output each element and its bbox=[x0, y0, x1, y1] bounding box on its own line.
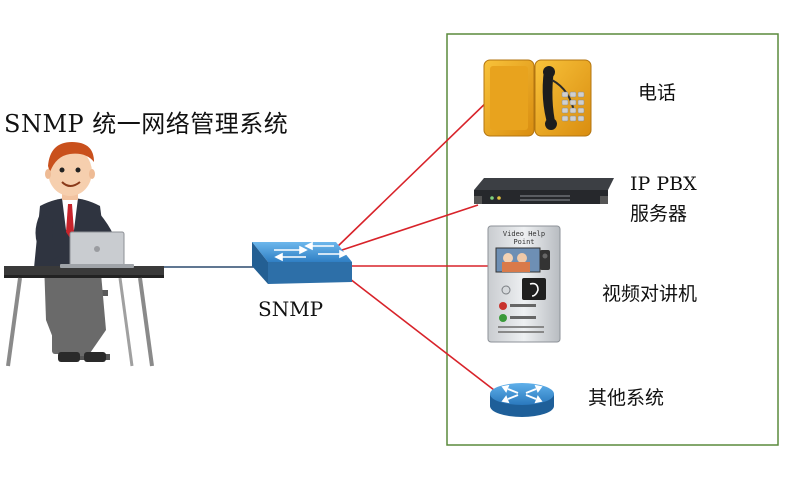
router-icon bbox=[490, 383, 554, 417]
device-label-pbx-line2: 服务器 bbox=[630, 203, 688, 225]
intercom-text-line1: Video Help bbox=[503, 230, 545, 238]
desk-icon bbox=[4, 266, 164, 367]
diagram-title: SNMP 统一网络管理系统 bbox=[4, 110, 289, 138]
pbx-server-icon bbox=[474, 178, 614, 204]
link-router bbox=[340, 271, 495, 391]
device-group-box bbox=[446, 33, 779, 446]
video-intercom-icon: Video Help Point bbox=[487, 225, 561, 343]
link-phone bbox=[335, 95, 494, 249]
network-links bbox=[335, 95, 495, 391]
phone-icon bbox=[483, 59, 592, 137]
switch-icon bbox=[252, 241, 352, 284]
link-pbx bbox=[335, 204, 479, 253]
laptop-icon bbox=[60, 231, 134, 268]
device-label-other: 其他系统 bbox=[588, 387, 665, 409]
device-label-phone: 电话 bbox=[638, 82, 677, 104]
device-label-pbx-line1: IP PBX bbox=[630, 173, 697, 195]
intercom-text-line2: Point bbox=[513, 238, 534, 246]
device-label-intercom: 视频对讲机 bbox=[602, 283, 698, 305]
hub-label: SNMP bbox=[258, 297, 324, 321]
